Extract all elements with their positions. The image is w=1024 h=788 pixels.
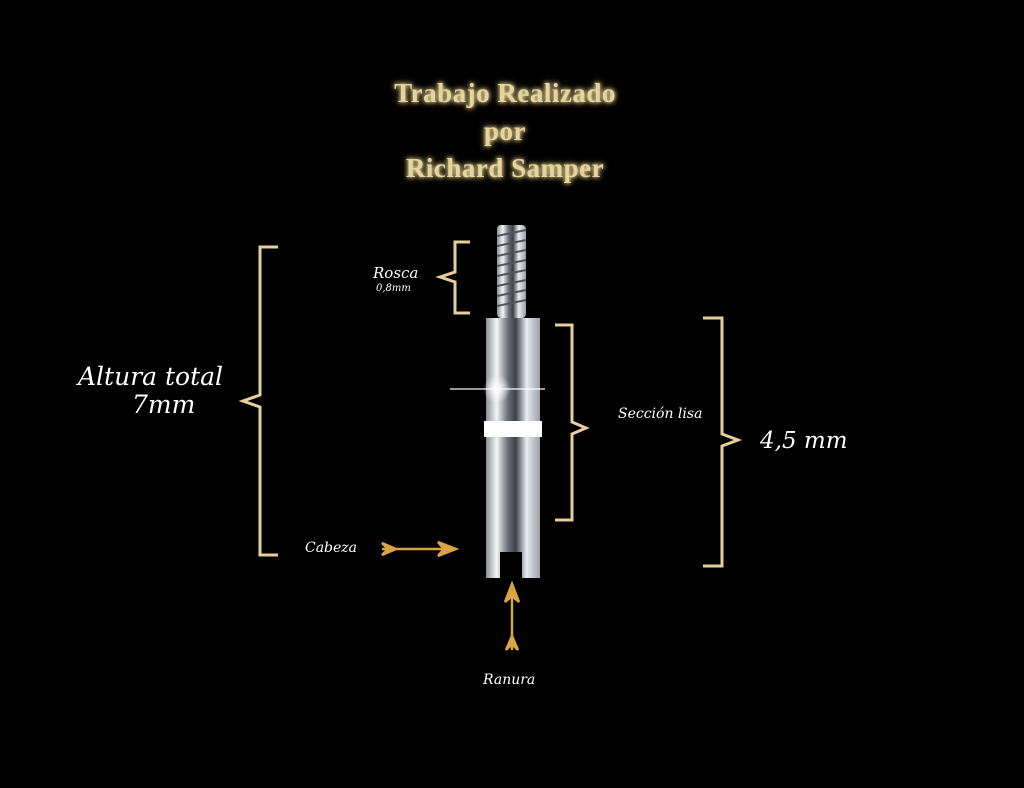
total-height-value: 7mm bbox=[132, 390, 196, 419]
title-line-1: Trabajo Realizado bbox=[394, 78, 616, 108]
thread-bracket bbox=[435, 240, 470, 315]
white-band bbox=[484, 421, 542, 437]
slot-arrow bbox=[503, 580, 521, 651]
smooth-section-bracket bbox=[555, 323, 590, 522]
slot-label: Ranura bbox=[483, 672, 536, 688]
slot-notch bbox=[500, 552, 522, 579]
thread-label: Rosca bbox=[373, 264, 419, 282]
smooth-cylinder bbox=[450, 318, 545, 579]
title-line-2: por bbox=[484, 116, 526, 146]
thread-screw bbox=[496, 225, 527, 318]
smooth-section-label: Sección lisa bbox=[618, 406, 703, 422]
total-height-bracket bbox=[238, 245, 278, 557]
title-line-3: Richard Samper bbox=[405, 153, 605, 183]
head-arrow bbox=[381, 540, 460, 558]
thread-value: 0,8mm bbox=[376, 283, 411, 294]
smooth-height-value: 4,5 mm bbox=[760, 428, 848, 454]
total-height-label: Altura total bbox=[78, 362, 224, 391]
smooth-height-bracket bbox=[703, 316, 743, 568]
head-label: Cabeza bbox=[305, 540, 358, 556]
